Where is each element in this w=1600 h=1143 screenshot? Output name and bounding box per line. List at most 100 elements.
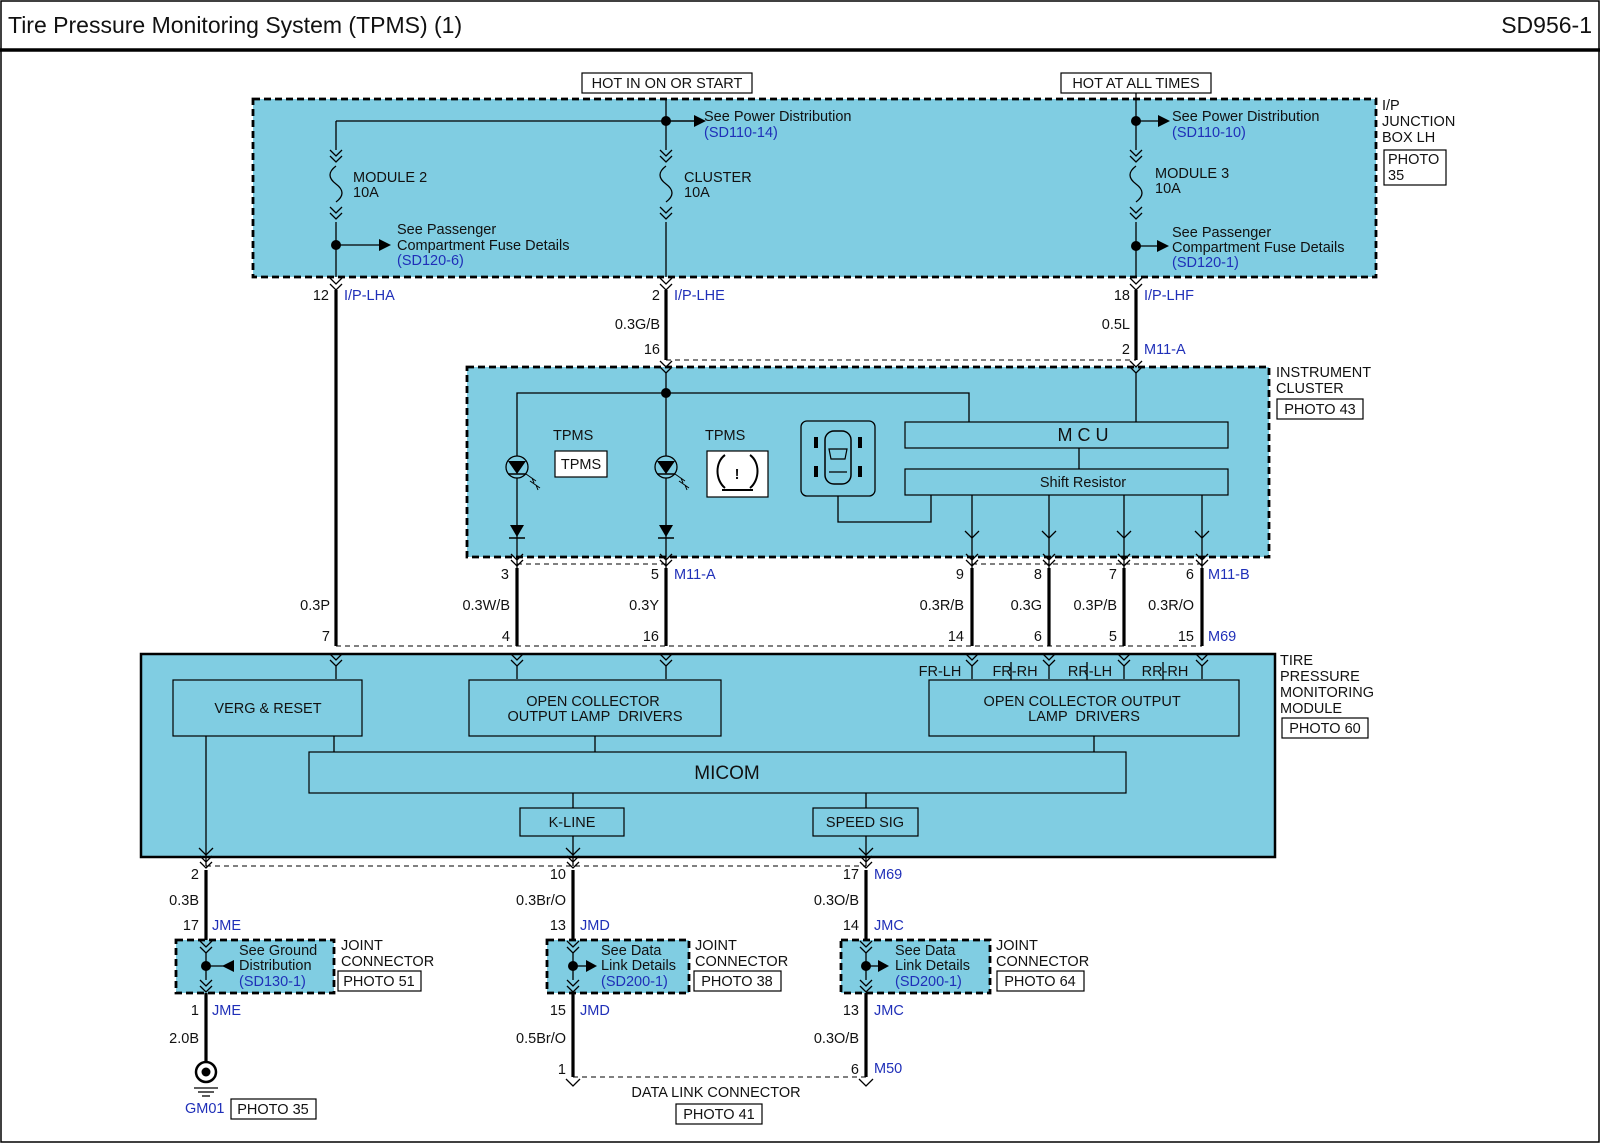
car-top-view-icon <box>814 430 862 485</box>
jme-conn-out: JME <box>212 1003 241 1019</box>
micom-label: MICOM <box>694 763 759 784</box>
cluster-name: INSTRUMENT CLUSTER <box>1276 365 1375 397</box>
jme-photo: PHOTO 51 <box>343 974 414 990</box>
jmd-conn-out: JMD <box>580 1003 610 1019</box>
color-0-3ob-top: 0.3O/B <box>814 893 859 909</box>
mcu-label: M C U <box>1058 425 1109 445</box>
cluster-pin-9: 9 <box>956 567 964 583</box>
hot-run-tag <box>581 72 753 94</box>
mid-color-ro: 0.3R/O <box>1148 598 1194 614</box>
page-title: Tire Pressure Monitoring System (TPMS) (… <box>8 12 462 38</box>
jaw-ip-lhf <box>1129 277 1143 291</box>
jme-arrow-icon <box>222 960 234 972</box>
mid-color-p: 0.3P <box>300 598 330 614</box>
jme-line1: See Ground <box>239 943 317 959</box>
mid-color-rb: 0.3R/B <box>920 598 964 614</box>
jmc-conn-in: JMC <box>874 918 904 934</box>
fuse-module3-rating: 10A <box>1155 181 1181 197</box>
cluster-conn-a: M11-A <box>674 567 716 583</box>
fuse-module2-rating: 10A <box>353 185 379 201</box>
diode-2-icon <box>659 525 673 537</box>
m69-conn-top: M69 <box>1208 629 1236 645</box>
w3-conn2: M11-A <box>1144 342 1186 358</box>
pcf-right-ref: (SD120-1) <box>1172 255 1239 271</box>
w1-conn: I/P-LHA <box>344 288 395 304</box>
cluster-pin-8: 8 <box>1034 567 1042 583</box>
oc-right-label: OPEN COLLECTOR OUTPUT LAMP DRIVERS <box>984 694 1185 725</box>
out-rr-rh: RR-RH <box>1142 664 1189 680</box>
w3-pin2: 2 <box>1122 342 1130 358</box>
oc-left-box <box>468 679 722 737</box>
jmd-joint-label: JOINT CONNECTOR <box>695 938 788 970</box>
pd-right-arrow-icon <box>1158 115 1170 127</box>
cluster-feed-left <box>516 392 666 568</box>
kline-label: K-LINE <box>549 815 596 831</box>
jmc-conn-out: JMC <box>874 1003 904 1019</box>
ground-icon <box>194 1060 218 1097</box>
pd-right-text: See Power Distribution <box>1172 109 1320 125</box>
cluster-conn-b: M11-B <box>1208 567 1250 583</box>
m69-pin-4: 4 <box>502 629 510 645</box>
m69-pin-15: 15 <box>1178 629 1194 645</box>
pd-left-splice <box>661 116 671 126</box>
m69b-pin-2: 2 <box>191 867 199 883</box>
jme-photo-tag <box>337 970 422 992</box>
cluster-feed-mcu <box>666 392 970 422</box>
tpms-text-box <box>554 450 608 478</box>
color-0-3b: 0.3B <box>169 893 199 909</box>
m69-pin-14: 14 <box>948 629 964 645</box>
jmc-photo: PHOTO 64 <box>1004 974 1075 990</box>
tpms-module-photo: PHOTO 60 <box>1289 721 1360 737</box>
jmc-arrow-icon <box>878 960 889 972</box>
oc-left-label: OPEN COLLECTOR OUTPUT LAMP DRIVERS <box>507 694 682 725</box>
jmd-arrow-icon <box>586 960 597 972</box>
jmc-line1: See Data <box>895 943 956 959</box>
dlc-jaw-1 <box>565 1078 581 1087</box>
tpms-box-text: TPMS <box>561 457 601 473</box>
pcf-left-line1: See Passenger <box>397 222 496 238</box>
jaw-ip-lhe <box>659 277 673 291</box>
verg-reset-label: VERG & RESET <box>214 701 321 717</box>
jmd-ref: (SD200-1) <box>601 974 668 990</box>
shift-resistor-label: Shift Resistor <box>1040 475 1126 491</box>
cluster-pin-7: 7 <box>1109 567 1117 583</box>
speed-sig-label: SPEED SIG <box>826 815 904 831</box>
cluster-pin-5: 5 <box>651 567 659 583</box>
pd-left-ref: (SD110-14) <box>704 125 778 141</box>
dlc-pin-6: 6 <box>851 1062 859 1078</box>
ground-photo-tag <box>230 1098 317 1120</box>
pcf-right-line1: See Passenger <box>1172 225 1271 241</box>
tpms-lamp-2 <box>654 455 690 491</box>
micom-box <box>308 751 1127 794</box>
m69b-conn: M69 <box>874 867 902 883</box>
oc-right-box <box>928 679 1240 737</box>
dlc-jaw-6 <box>858 1078 874 1087</box>
color-0-3ob-bottom: 0.3O/B <box>814 1031 859 1047</box>
jmd-pin-out: 15 <box>550 1003 566 1019</box>
hot-always-label: HOT AT ALL TIMES <box>1072 76 1199 92</box>
m69-pin-7: 7 <box>322 629 330 645</box>
kline-box <box>519 807 625 837</box>
w2-pin2: 16 <box>644 342 660 358</box>
fuse-module2-name: MODULE 2 <box>353 170 427 186</box>
cluster-pin-6: 6 <box>1186 567 1194 583</box>
jmd-line2: Link Details <box>601 958 676 974</box>
m69-pin-6: 6 <box>1034 629 1042 645</box>
fuse-cluster-rating: 10A <box>684 185 710 201</box>
pd-left-arrow-icon <box>694 115 706 127</box>
w2-color: 0.3G/B <box>615 317 660 333</box>
w2-pin: 2 <box>652 288 660 304</box>
pd-right-ref: (SD110-10) <box>1172 125 1246 141</box>
page-code: SD956-1 <box>1501 12 1592 38</box>
jme-pin-out: 1 <box>191 1003 199 1019</box>
jmd-photo-tag <box>693 970 782 992</box>
jmd-photo: PHOTO 38 <box>701 974 772 990</box>
pcf-left-arrow-icon <box>379 239 391 251</box>
tpms-module-photo-tag <box>1281 717 1369 739</box>
tpms-module-name: TIRE PRESSURE MONITORING MODULE <box>1280 653 1378 717</box>
diode-1-icon <box>510 525 524 537</box>
jmc-pin-out: 13 <box>843 1003 859 1019</box>
cluster-photo: PHOTO 43 <box>1284 402 1355 418</box>
jmc-line2: Link Details <box>895 958 970 974</box>
